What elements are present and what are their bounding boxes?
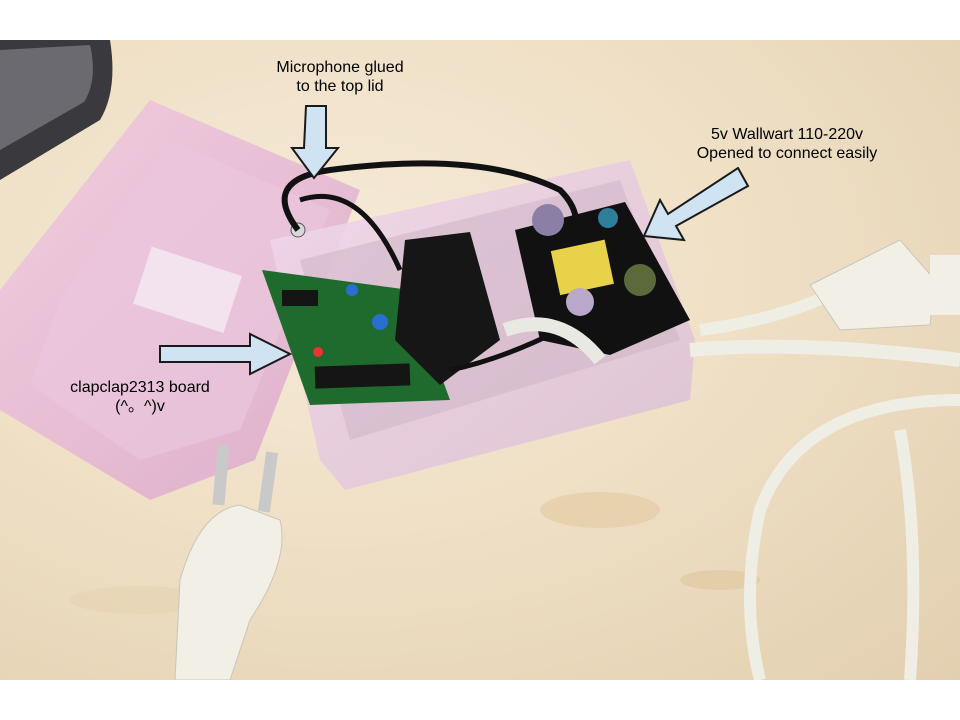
black-wire <box>449 327 562 373</box>
chip <box>314 363 411 389</box>
black-wire <box>299 193 403 272</box>
annotation-board: clapclap2313 board (^。^)v <box>40 378 240 416</box>
annotation-board-line1: clapclap2313 board <box>70 379 210 396</box>
annotation-wallwart-line1: 5v Wallwart 110-220v <box>710 126 864 143</box>
annotation-microphone-line2: to the top lid <box>296 78 384 95</box>
plug-prong <box>212 444 230 506</box>
lid-window <box>133 246 242 334</box>
white-tape <box>502 317 606 365</box>
power-plug-right <box>809 239 936 331</box>
capacitor <box>598 208 618 228</box>
table-stain <box>70 586 210 614</box>
power-cable-loop <box>744 394 960 680</box>
capacitor <box>532 204 564 236</box>
power-plug-right-head <box>930 255 960 315</box>
transformer <box>550 239 614 296</box>
arrow-wallwart-icon <box>642 166 750 242</box>
capacitor <box>566 288 594 316</box>
annotation-microphone-line1: Microphone glued <box>276 59 404 76</box>
table-stain <box>680 570 760 590</box>
photo <box>0 40 960 680</box>
relay <box>395 232 500 385</box>
table-stain <box>540 492 660 528</box>
capacitor <box>624 264 656 296</box>
led <box>313 347 323 357</box>
power-cable-loop <box>894 428 920 680</box>
black-wire <box>281 160 579 232</box>
dark-device-panel <box>0 45 93 150</box>
arrow-board-icon <box>159 332 293 376</box>
plug-prong <box>257 451 279 513</box>
annotation-wallwart: 5v Wallwart 110-220v Opened to connect e… <box>662 125 912 163</box>
power-plug-left <box>174 504 283 680</box>
power-cable <box>689 339 960 367</box>
arrow-microphone-icon <box>290 105 341 180</box>
annotation-wallwart-line2: Opened to connect easily <box>696 145 878 162</box>
trimmer <box>372 314 388 330</box>
annotation-microphone: Microphone glued to the top lid <box>250 58 430 96</box>
photo-scene <box>0 40 960 680</box>
small-chip <box>282 290 318 306</box>
annotation-board-line2: (^。^)v <box>115 398 165 415</box>
capacitor <box>346 284 358 296</box>
